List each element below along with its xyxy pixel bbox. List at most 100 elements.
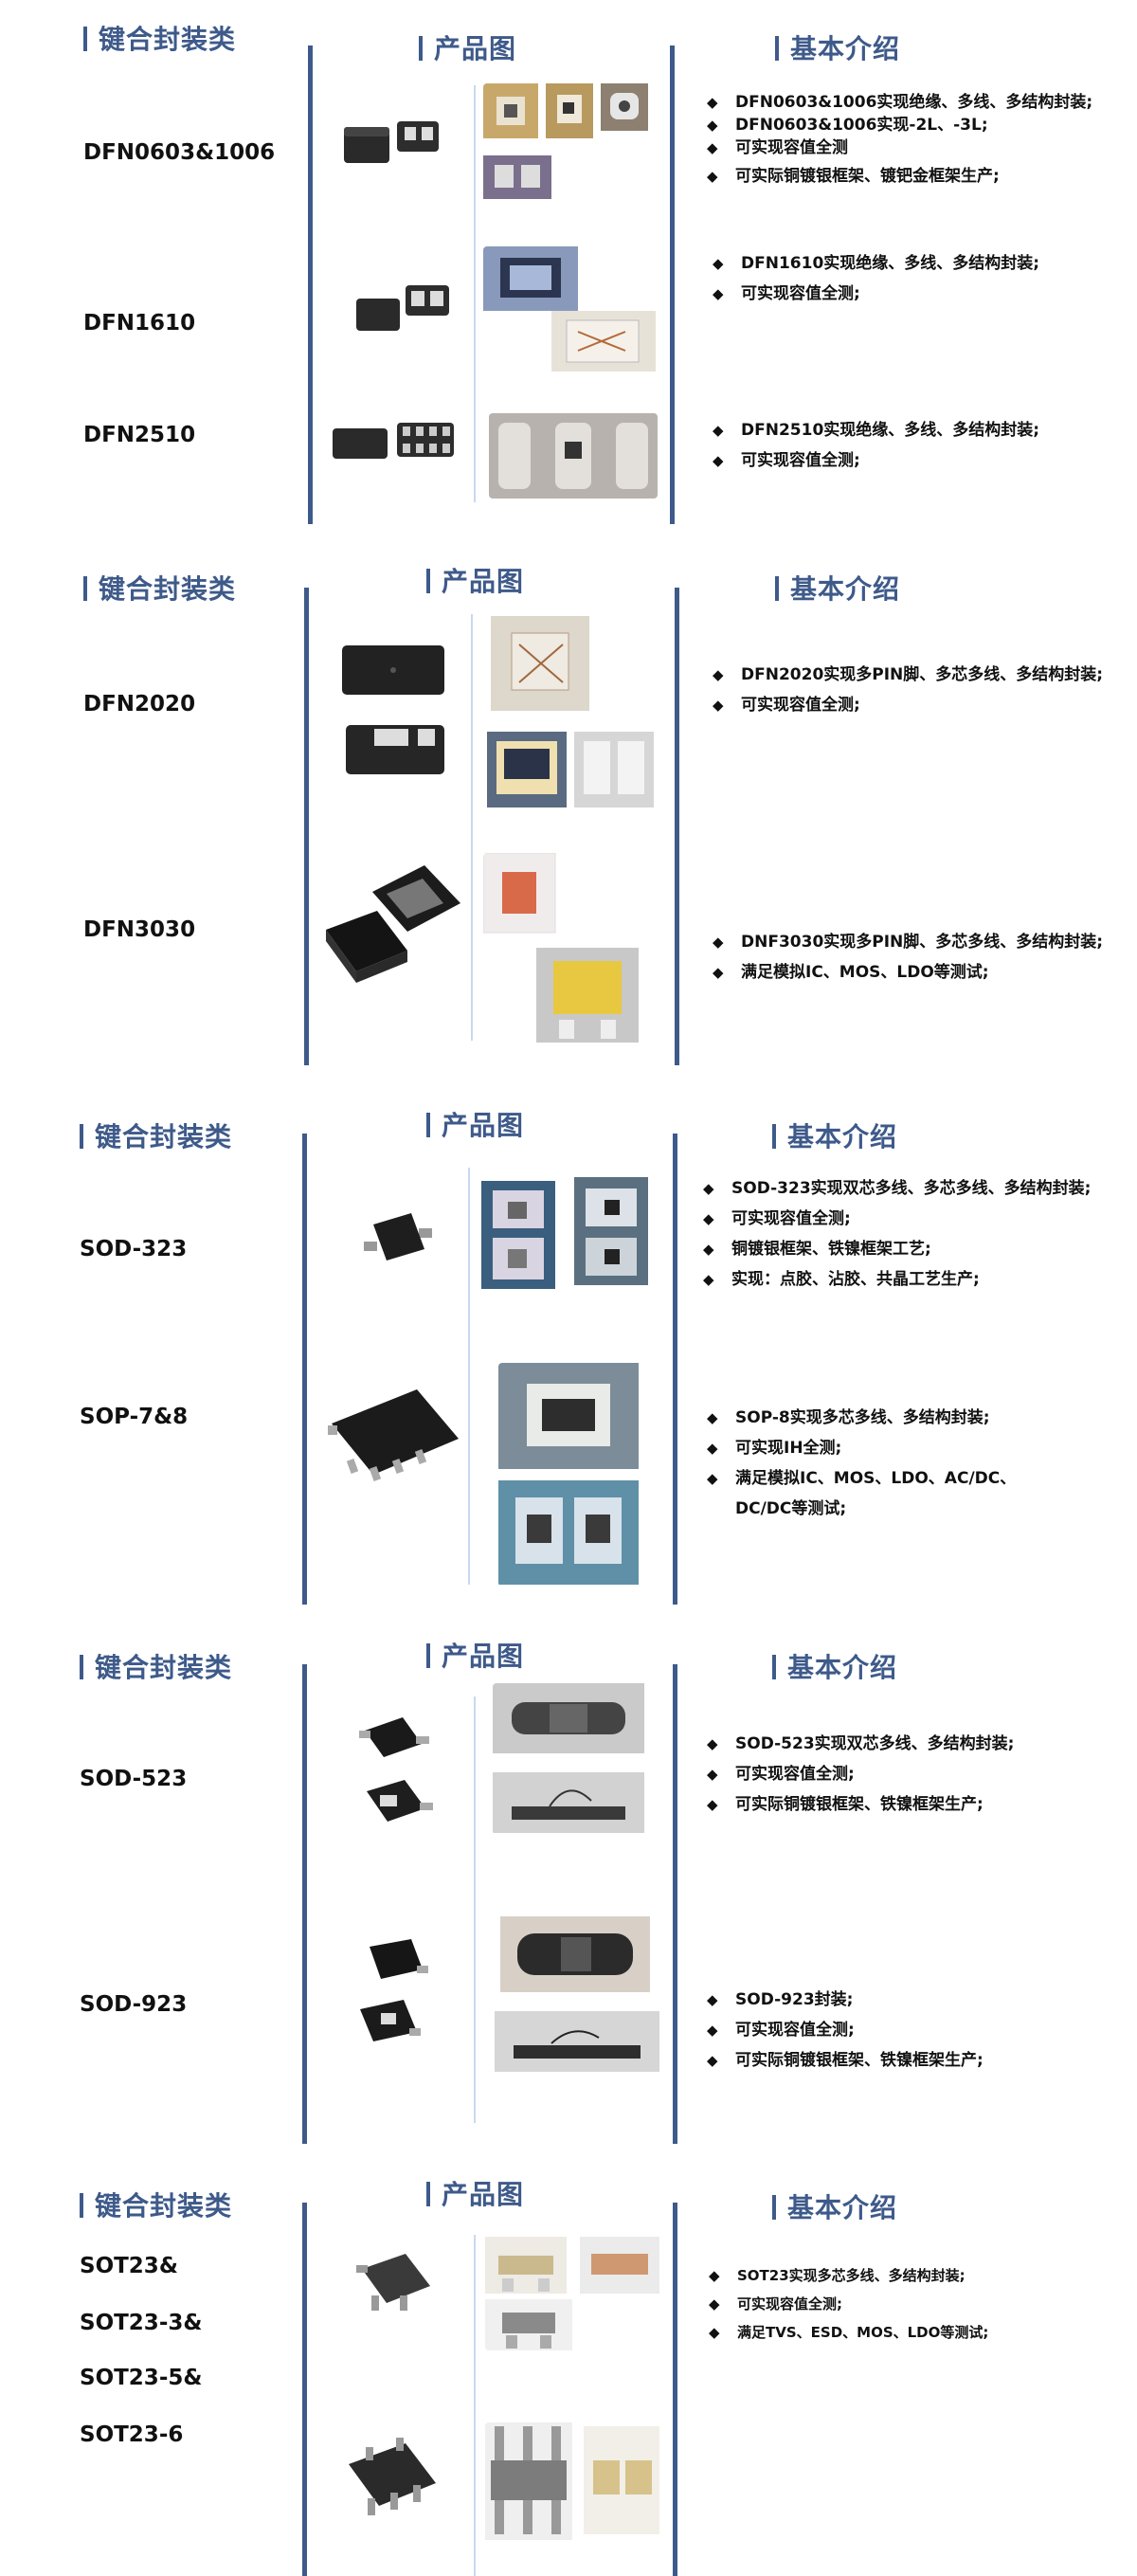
package-name: SOD-923 [80, 1992, 188, 2017]
intro-bullet: ◆DFN0603&1006实现-2L、-3L; [707, 116, 988, 135]
intro-header: 基本介绍 [775, 569, 900, 607]
die-photo-dfn2020 [487, 616, 654, 807]
image-divider [474, 85, 476, 502]
intro-header: 基本介绍 [775, 28, 900, 66]
package-name: SOD-323 [80, 1237, 188, 1261]
chip-photo-sod923 [360, 1939, 428, 2041]
die-photo-sod523 [493, 1683, 644, 1833]
column-divider-left [302, 2203, 307, 2576]
section-1: 键合封装类 产品图 基本介绍 DFN0603&1006 DFN1610 DFN2… [0, 0, 1137, 531]
die-photo-sod323 [481, 1177, 648, 1289]
intro-bullet: ◆可实现容值全测; [707, 2021, 855, 2040]
column-divider-right [673, 1664, 677, 2144]
package-name: SOT23-6 [80, 2422, 184, 2447]
image-divider [474, 2235, 476, 2576]
image-divider [474, 1696, 476, 2123]
intro-bullet: ◆可实现容值全测; [707, 1765, 855, 1784]
intro-bullet-continuation: DC/DC等测试; [735, 1499, 847, 1518]
chip-photo-dfn0603 [344, 121, 439, 163]
intro-bullet: ◆DFN2020实现多PIN脚、多芯多线、多结构封装; [713, 665, 1104, 684]
package-name: SOT23& [80, 2254, 178, 2278]
section-3: 键合封装类 产品图 基本介绍 SOD-323 SOP-7&8 ◆SOD-323实… [0, 1092, 1137, 1608]
intro-header: 基本介绍 [772, 1116, 897, 1154]
column-divider-right [675, 588, 679, 1065]
intro-bullet: ◆DFN2510实现绝缘、多线、多结构封装; [713, 421, 1040, 440]
die-photo-sot23-6 [485, 2422, 659, 2540]
product-image-header: 产品图 [426, 1636, 524, 1674]
die-photo-dfn3030 [483, 853, 639, 1043]
intro-bullet: ◆DNF3030实现多PIN脚、多芯多线、多结构封装; [713, 933, 1104, 952]
intro-bullet: ◆DFN0603&1006实现绝缘、多线、多结构封装; [707, 93, 1093, 112]
intro-list: ◆DFN0603&1006实现绝缘、多线、多结构封装; ◆DFN0603&100… [707, 91, 1092, 193]
intro-list: ◆SOP-8实现多芯多线、多结构封装; ◆可实现IH全测; ◆满足模拟IC、MO… [707, 1403, 1016, 1524]
intro-bullet: ◆可实现容值全测; [713, 696, 860, 715]
column-divider-left [302, 1664, 307, 2144]
intro-bullet: ◆可实现容值全测; [713, 284, 860, 303]
intro-list: ◆SOD-523实现双芯多线、多结构封装; ◆可实现容值全测; ◆可实际铜镀银框… [707, 1729, 1014, 1820]
die-photo-sot23 [485, 2237, 659, 2350]
intro-header: 基本介绍 [772, 2187, 897, 2225]
intro-bullet: ◆SOD-323实现双芯多线、多芯多线、多结构封装; [703, 1179, 1092, 1198]
intro-list: ◆DFN1610实现绝缘、多线、多结构封装; ◆可实现容值全测; [713, 248, 1039, 309]
package-name: SOP-7&8 [80, 1405, 189, 1429]
intro-bullet: ◆可实现容值全测 [707, 138, 848, 157]
package-name: DFN3030 [83, 917, 196, 942]
image-divider [468, 1168, 470, 1585]
intro-bullet: ◆满足模拟IC、MOS、LDO等测试; [713, 963, 989, 982]
intro-bullet: ◆可实现容值全测; [709, 2295, 842, 2313]
die-photo-sop8 [498, 1363, 639, 1585]
category-header: 键合封装类 [80, 2186, 232, 2223]
product-image-header: 产品图 [419, 28, 516, 66]
product-image-header: 产品图 [426, 1105, 524, 1143]
section-5: 键合封装类 产品图 基本介绍 SOT23& SOT23-3& SOT23-5& … [0, 2159, 1137, 2576]
chip-photo-dfn2510 [333, 423, 454, 459]
die-photo-dfn1610 [483, 246, 656, 372]
chip-photo-sop8 [328, 1389, 459, 1481]
column-divider-left [302, 1134, 307, 1605]
chip-photo-sod523 [359, 1717, 433, 1822]
intro-bullet: ◆满足TVS、ESD、MOS、LDO等测试; [709, 2324, 989, 2341]
column-divider-left [308, 45, 313, 524]
intro-header: 基本介绍 [772, 1647, 897, 1685]
category-header: 键合封装类 [80, 1647, 232, 1685]
chip-photo-dfn2020 [342, 645, 444, 774]
intro-bullet: ◆实现：点胶、沾胶、共晶工艺生产; [703, 1270, 980, 1289]
chip-photo-dfn1610 [356, 285, 449, 331]
intro-bullet: ◆可实际铜镀银框架、镀钯金框架生产; [707, 167, 1000, 186]
image-divider [471, 614, 473, 1041]
column-divider-right [673, 1134, 677, 1605]
intro-bullet: ◆DFN1610实现绝缘、多线、多结构封装; [713, 254, 1040, 273]
category-header: 键合封装类 [80, 1116, 232, 1154]
intro-bullet: ◆SOT23实现多芯多线、多结构封装; [709, 2267, 966, 2284]
intro-bullet: ◆可实现IH全测; [707, 1439, 842, 1458]
intro-list: ◆DFN2510实现绝缘、多线、多结构封装; ◆可实现容值全测; [713, 415, 1039, 476]
product-image-header: 产品图 [426, 561, 524, 599]
category-header: 键合封装类 [83, 569, 236, 607]
die-photo-sod923 [495, 1916, 659, 2072]
package-name: DFN2020 [83, 692, 196, 717]
chip-photo-dfn3030 [326, 865, 460, 983]
package-name: SOD-523 [80, 1767, 188, 1791]
intro-bullet: ◆可实现容值全测; [703, 1209, 851, 1228]
die-photo-dfn2510 [489, 413, 658, 499]
product-image-header: 产品图 [426, 2174, 524, 2212]
package-name: SOT23-5& [80, 2366, 203, 2390]
die-photo-dfn0603 [483, 83, 648, 199]
package-name: DFN0603&1006 [83, 140, 276, 165]
category-header: 键合封装类 [83, 19, 236, 57]
column-divider-left [304, 588, 309, 1065]
section-2: 键合封装类 产品图 基本介绍 DFN2020 DFN3030 ◆DFN2020实… [0, 548, 1137, 1079]
intro-list: ◆SOD-923封装; ◆可实现容值全测; ◆可实际铜镀银框架、铁镍框架生产; [707, 1985, 984, 2076]
package-name: DFN2510 [83, 423, 196, 447]
column-divider-right [670, 45, 675, 524]
chip-photo-sot23 [356, 2254, 430, 2311]
intro-bullet: ◆铜镀银框架、铁镍框架工艺; [703, 1240, 931, 1259]
intro-bullet: ◆满足模拟IC、MOS、LDO、AC/DC、 [707, 1469, 1017, 1488]
package-name: SOT23-3& [80, 2311, 203, 2335]
intro-bullet: ◆可实现容值全测; [713, 451, 860, 470]
intro-bullet: ◆可实际铜镀银框架、铁镍框架生产; [707, 2051, 984, 2070]
column-divider-right [673, 2203, 677, 2576]
intro-list: ◆DFN2020实现多PIN脚、多芯多线、多结构封装; ◆可实现容值全测; [713, 660, 1103, 720]
intro-bullet: ◆SOD-523实现双芯多线、多结构封装; [707, 1734, 1015, 1753]
section-4: 键合封装类 产品图 基本介绍 SOD-523 SOD-923 ◆SOD-523实… [0, 1621, 1137, 2151]
